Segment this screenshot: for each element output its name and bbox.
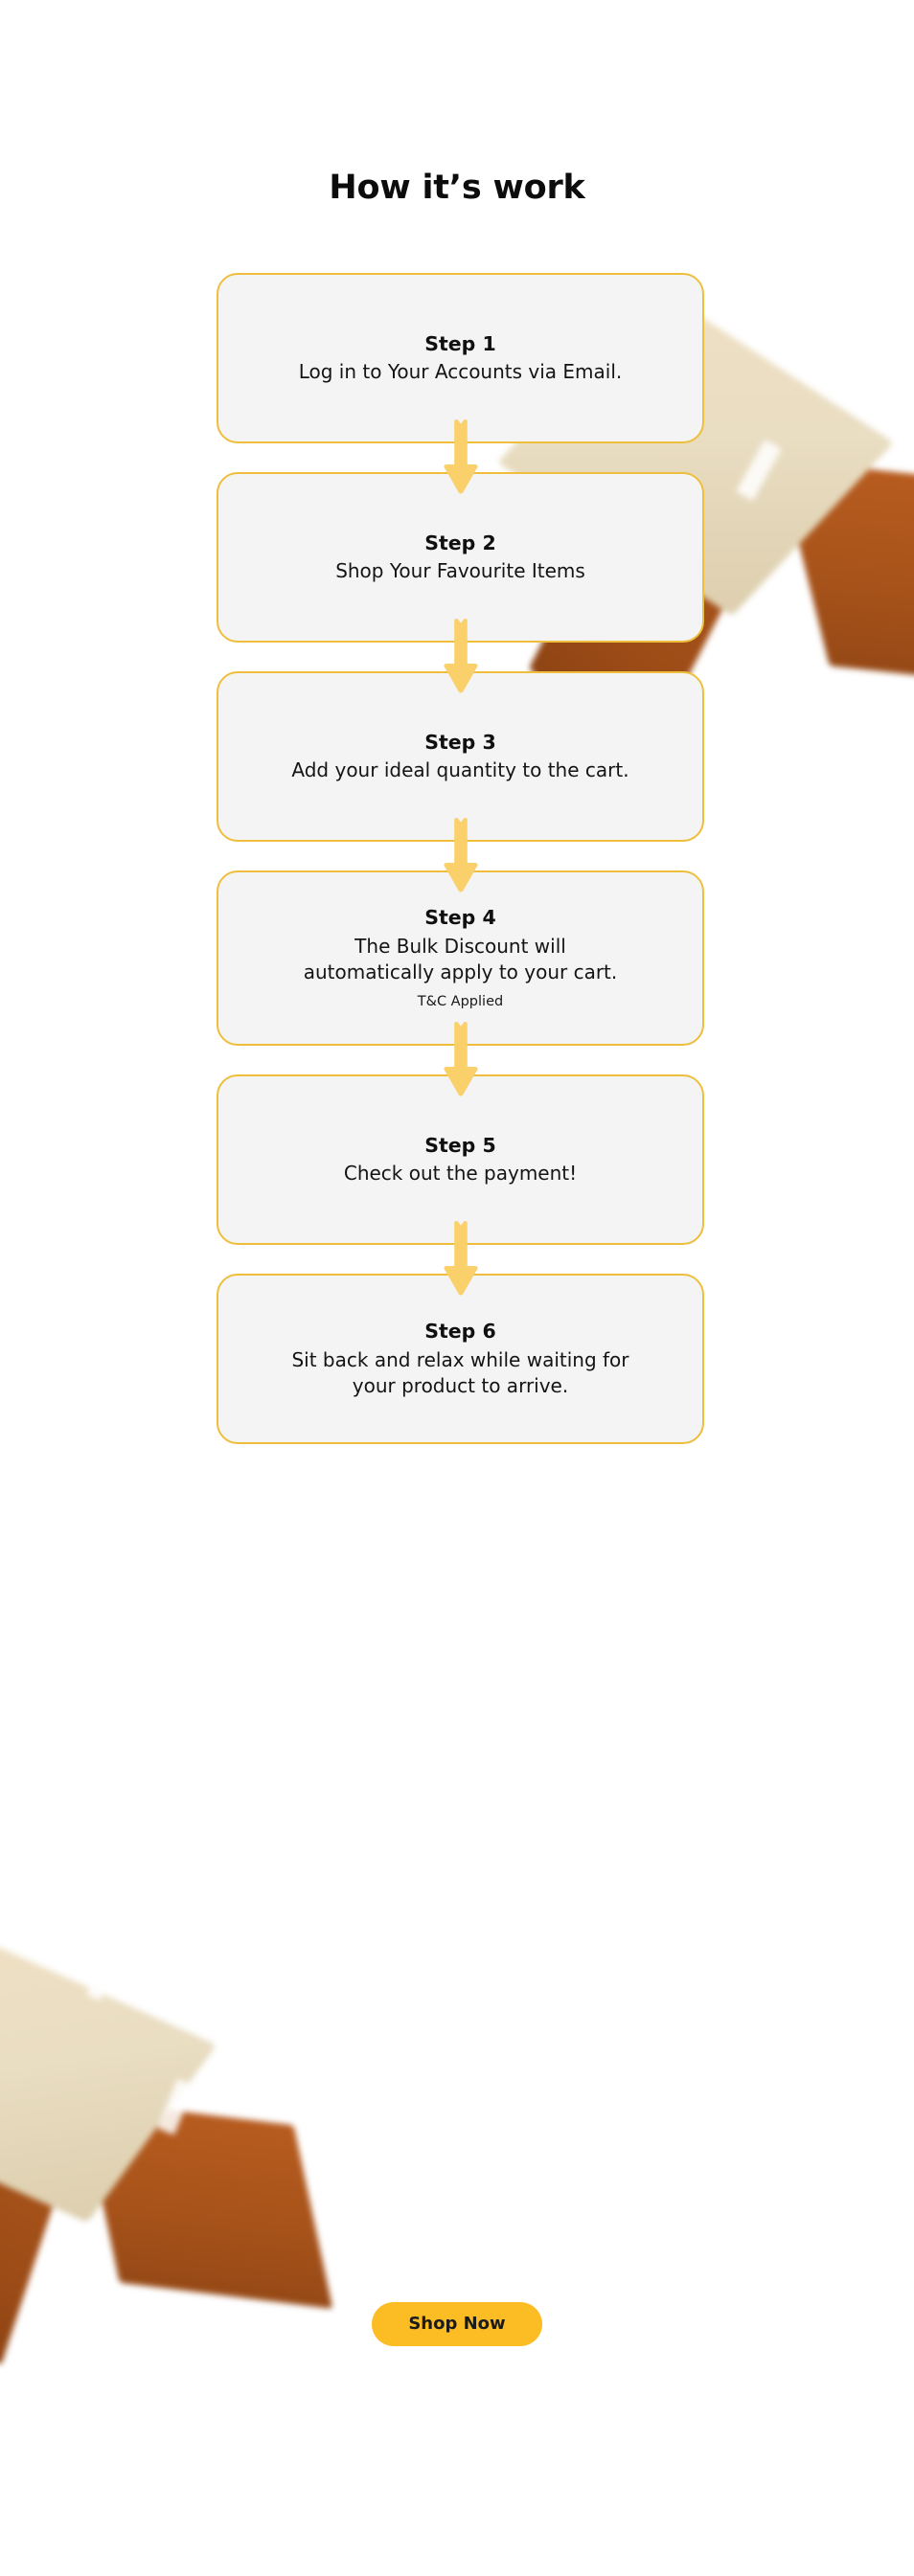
step-terms-note: T&C Applied — [417, 993, 504, 1009]
connector-gap-3 — [217, 818, 704, 893]
step-card-2: Step 2 Shop Your Favourite Items — [217, 472, 704, 643]
connector-gap-5 — [217, 1221, 704, 1296]
step-card-1: Step 1 Log in to Your Accounts via Email… — [217, 273, 704, 443]
step-card-4: Step 4 The Bulk Discount will automatica… — [217, 870, 704, 1046]
box-tape-strip — [157, 2078, 194, 2135]
connector-gap-4 — [217, 1022, 704, 1096]
connector-gap-2 — [217, 619, 704, 693]
step-title: Step 4 — [424, 905, 496, 929]
box-face-right — [80, 2099, 333, 2310]
step-card-5: Step 5 Check out the payment! — [217, 1074, 704, 1245]
steps-flow: Step 1 Log in to Your Accounts via Email… — [217, 273, 704, 1444]
step-card-3: Step 3 Add your ideal quantity to the ca… — [217, 671, 704, 842]
step-title: Step 6 — [424, 1319, 496, 1343]
step-title: Step 1 — [424, 331, 496, 355]
step-description: Sit back and relax while waiting for you… — [291, 1347, 629, 1397]
box-tape-strip — [85, 1954, 118, 2001]
box-tape-strip — [835, 311, 875, 361]
box-face-right — [778, 460, 914, 691]
page-title: How it’s work — [329, 169, 585, 208]
shop-now-button[interactable]: Shop Now — [372, 2302, 542, 2346]
step-description: Check out the payment! — [343, 1162, 578, 1186]
box-face-top — [0, 1938, 217, 2224]
step-description: Shop Your Favourite Items — [335, 559, 585, 583]
step-card-6: Step 6 Sit back and relax while waiting … — [217, 1274, 704, 1444]
cta-container: Shop Now — [0, 2302, 914, 2346]
step-description: The Bulk Discount will automatically app… — [303, 934, 618, 983]
step-title: Step 5 — [424, 1133, 496, 1157]
step-description: Log in to Your Accounts via Email. — [298, 360, 623, 384]
cardboard-box-bottom-left-icon — [0, 1931, 333, 2366]
step-title: Step 2 — [424, 531, 496, 554]
box-tape-strip — [736, 440, 782, 501]
step-title: Step 3 — [424, 730, 496, 754]
step-description: Add your ideal quantity to the cart. — [291, 758, 629, 782]
connector-gap-1 — [217, 419, 704, 494]
